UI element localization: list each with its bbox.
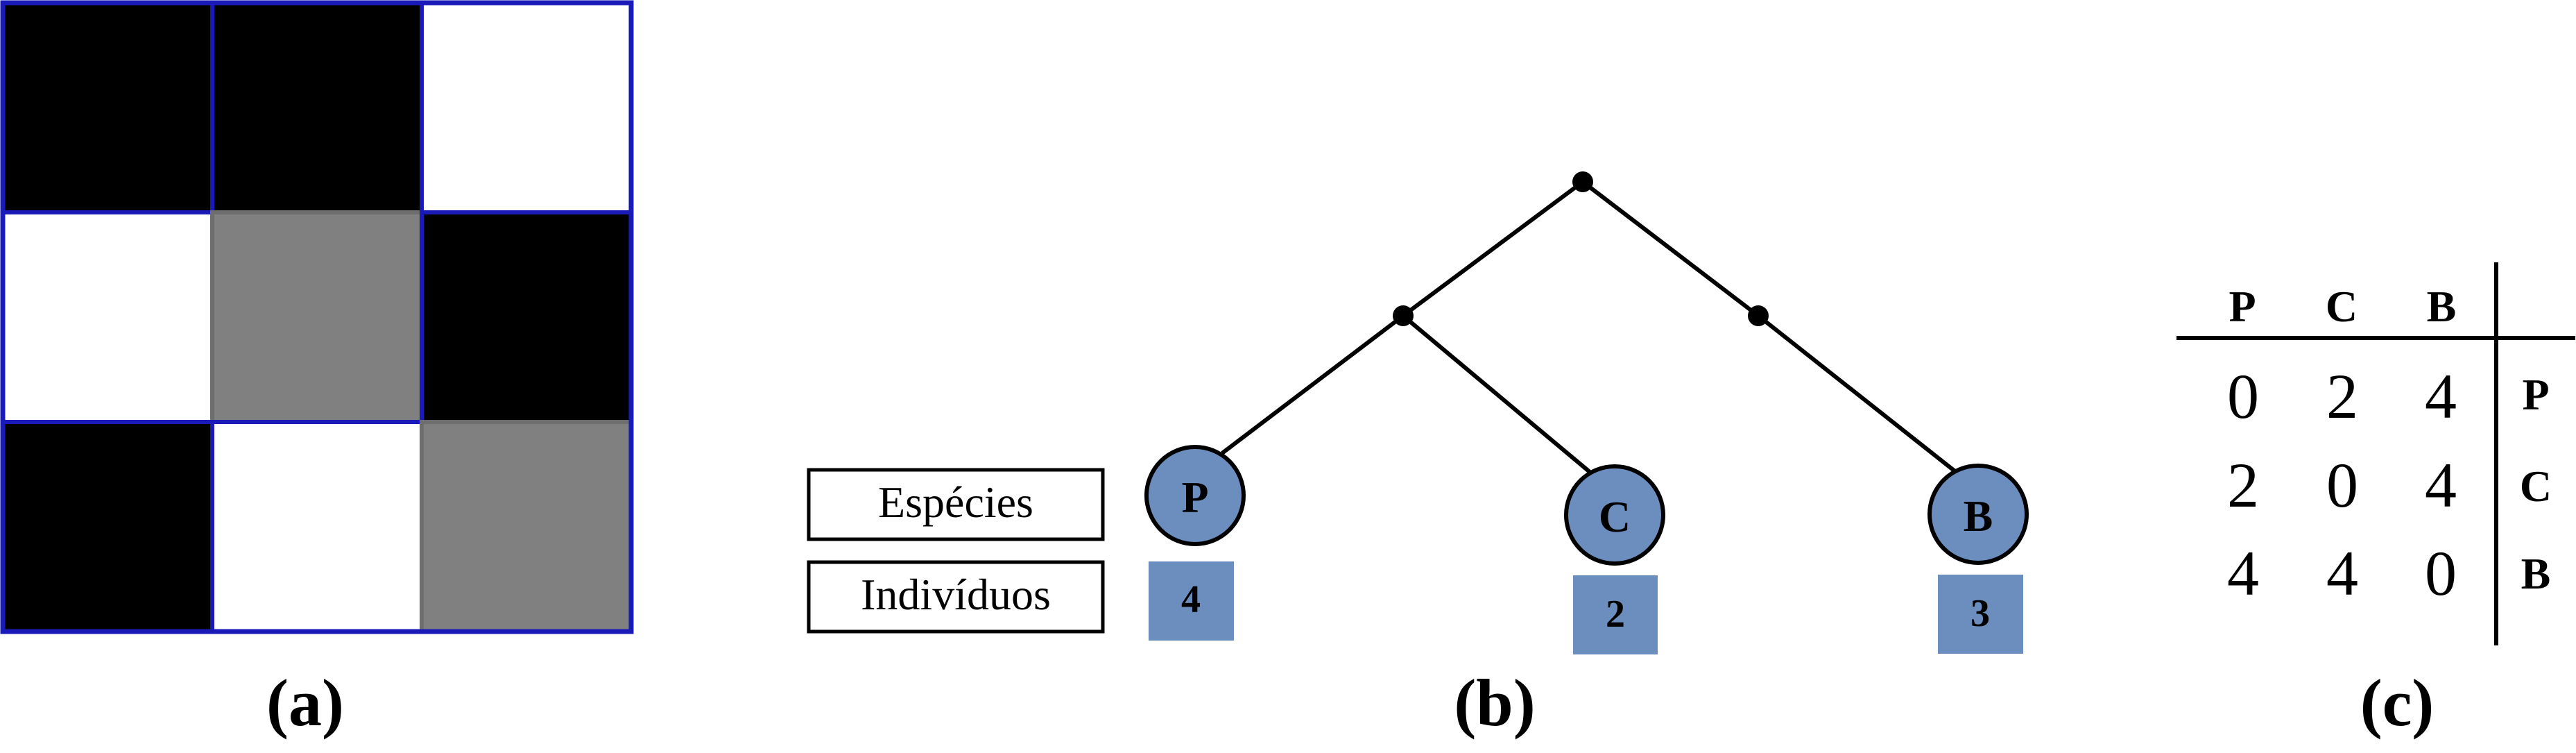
edge-root-right: [1581, 180, 1760, 318]
grid-cell-2-1: [210, 420, 424, 634]
count-label-c: 2: [1606, 593, 1625, 636]
matrix-cell-1-0: 2: [2227, 450, 2259, 521]
count-label-b: 3: [1970, 592, 1990, 635]
matrix-cell-0-2: 4: [2425, 361, 2457, 432]
leaf-c: C 2: [1564, 464, 1665, 654]
legend-individuals-label: Indivíduos: [861, 570, 1051, 619]
matrix-cell-2-0: 4: [2227, 538, 2259, 609]
species-node-c: [1564, 464, 1665, 566]
edge-right-b: [1757, 314, 1961, 477]
species-label-c: C: [1599, 492, 1631, 541]
count-label-p: 4: [1181, 578, 1201, 621]
matrix-cell-1-1: 0: [2326, 450, 2358, 521]
grid-border: [0, 0, 634, 634]
grid-cell-2-2: [420, 420, 633, 634]
grid-cell-2-0: [1, 420, 214, 634]
count-box-b: [1938, 575, 2023, 654]
row-header-b: B: [2521, 549, 2551, 598]
edge-root-left: [1402, 180, 1584, 318]
panel-a: (a): [0, 0, 634, 740]
col-header-c: C: [2326, 282, 2358, 331]
legend-individuals-box: [807, 560, 1105, 634]
matrix-cell-1-2: 4: [2425, 450, 2457, 521]
edge-left-p: [1221, 314, 1405, 455]
tree-edges: [1221, 180, 1961, 477]
panel-c: P C B 0 2 4 P 2 0 4 C 4 4 0 B (c): [2176, 262, 2575, 740]
edge-left-c: [1402, 314, 1595, 477]
tree-internal-node-left: [1393, 305, 1414, 326]
matrix-cell-2-2: 0: [2425, 538, 2457, 609]
matrix-cell-2-1: 4: [2326, 538, 2358, 609]
legend-species-box: [807, 468, 1105, 541]
row-header-c: C: [2520, 462, 2552, 511]
matrix-cell-0-1: 2: [2326, 361, 2358, 432]
grid-cell-0-0: [1, 1, 214, 214]
caption-c: (c): [2360, 666, 2435, 740]
count-box-p: [1149, 561, 1234, 641]
legend: Espécies Indivíduos: [807, 468, 1105, 634]
col-header-b: B: [2427, 282, 2457, 331]
tree-root-node: [1572, 171, 1593, 192]
panel-b: P 4 C 2 B 3 Espécies Indivíduos (b): [807, 171, 2029, 740]
grid-cell-0-1: [210, 1, 424, 214]
grid-cell-0-2: [420, 1, 633, 214]
legend-species-label: Espécies: [878, 477, 1033, 527]
caption-a: (a): [266, 666, 344, 740]
grid-cell-1-0: [1, 210, 214, 424]
matrix-cell-0-0: 0: [2227, 361, 2259, 432]
tree-internal-node-right: [1748, 305, 1769, 326]
grid-cell-1-1: [210, 210, 424, 424]
leaf-p: P 4: [1144, 445, 1246, 641]
species-node-b: [1927, 464, 2029, 565]
species-label-p: P: [1181, 473, 1208, 522]
species-node-p: [1144, 445, 1246, 546]
species-label-b: B: [1964, 491, 1993, 541]
leaf-b: B 3: [1927, 464, 2029, 654]
row-header-p: P: [2522, 370, 2549, 419]
col-header-p: P: [2229, 282, 2256, 331]
grid-a: [0, 0, 634, 634]
grid-cell-1-2: [420, 210, 633, 424]
count-box-c: [1573, 575, 1658, 654]
caption-b: (b): [1454, 666, 1535, 740]
